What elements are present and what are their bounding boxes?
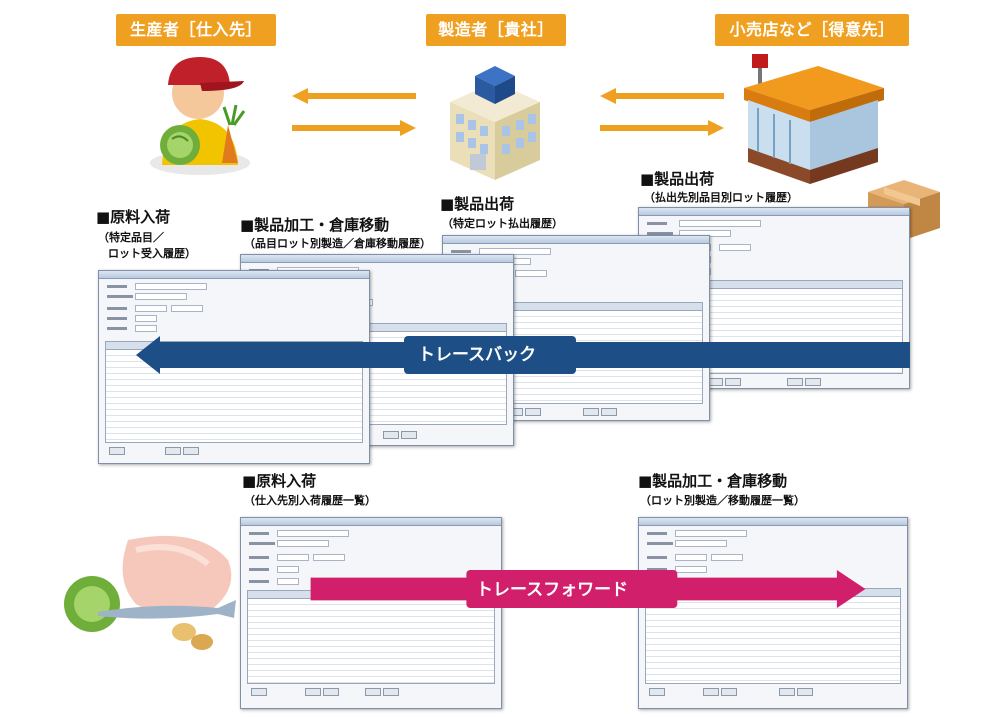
raw-receipt-top-title: ■原料入荷: [96, 208, 171, 226]
manufacturer-badge: 製造者［貴社］: [426, 14, 566, 46]
raw-receipt-top-subtitle-1: （特定品目／: [98, 231, 164, 244]
flow-arrows-right-pair: [600, 88, 724, 136]
raw-materials-illustration: [64, 535, 236, 650]
traceback-label: トレースバック: [418, 345, 537, 365]
processing-top-subtitle: （品目ロット別製造／倉庫移動履歴）: [244, 237, 431, 250]
shipping-dest-title: ■製品出荷: [640, 170, 715, 188]
shipping-dest-subtitle: （払出先別品目別ロット履歴）: [644, 191, 798, 204]
traceforward-label: トレースフォワード: [476, 580, 629, 600]
farmer-illustration: [150, 57, 250, 175]
traceback-arrow: [136, 336, 910, 374]
raw-receipt-bottom-subtitle: （仕入先別入荷履歴一覧）: [244, 494, 376, 507]
processing-bottom-subtitle: （ロット別製造／移動履歴一覧）: [640, 494, 805, 507]
raw-receipt-lot-window: [98, 270, 370, 464]
shipping-top-subtitle: （特定ロット払出履歴）: [442, 217, 563, 230]
producer-badge: 生産者［仕入先］: [116, 14, 276, 46]
shipping-top-title: ■製品出荷: [440, 195, 515, 213]
raw-receipt-top-subtitle-2: ロット受入履歴）: [108, 247, 196, 260]
retailer-badge: 小売店など［得意先］: [715, 14, 909, 46]
factory-building-illustration: [450, 66, 540, 180]
retail-shop-illustration: [744, 54, 884, 184]
raw-receipt-bottom-title: ■原料入荷: [242, 472, 317, 490]
processing-bottom-title: ■製品加工・倉庫移動: [638, 472, 788, 490]
flow-arrows-left-pair: [292, 88, 416, 136]
raw-receipt-supplier-window: [240, 517, 502, 709]
processing-lot-list-window: [638, 517, 908, 709]
traceforward-arrow: [310, 570, 866, 608]
processing-top-title: ■製品加工・倉庫移動: [240, 216, 390, 234]
